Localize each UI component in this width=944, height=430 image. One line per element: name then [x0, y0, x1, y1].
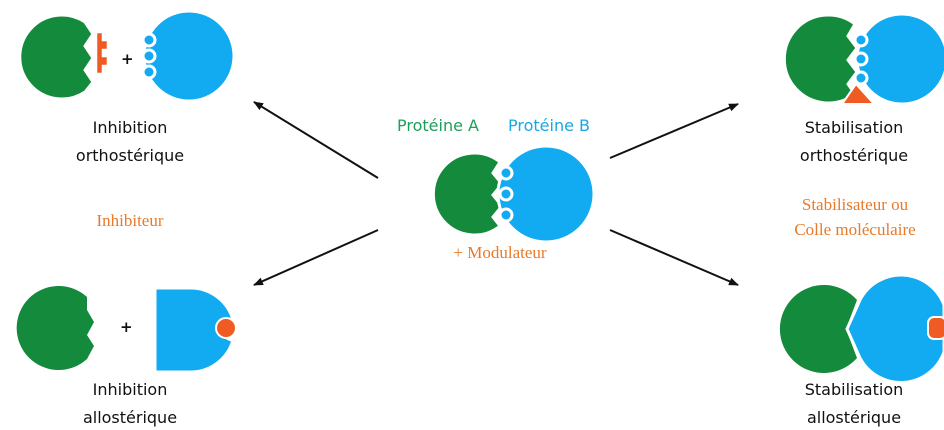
- protein-b-center-bump: [498, 207, 514, 223]
- protein-b-bump: [853, 32, 869, 48]
- arrow-to-orthosteric-inhibition: [253, 101, 379, 179]
- protein-a-allosteric-stabilisation: [779, 285, 857, 373]
- allosteric-stabilisation-label: Stabilisation allostérique: [784, 376, 924, 430]
- inhibitor-category-label: Inhibiteur: [96, 211, 164, 230]
- orthosteric-stabilisation-label: Stabilisation orthostérique: [784, 114, 924, 170]
- protein-b-bump: [141, 48, 157, 64]
- plus-sign: +: [120, 318, 133, 336]
- arrow-to-orthosteric-stabilisation: [609, 103, 739, 159]
- label-line: orthostérique: [799, 146, 909, 165]
- protein-b-bump: [141, 64, 157, 80]
- protein-b-center-bump: [498, 186, 514, 202]
- allosteric-inhibition-label: Inhibition allostérique: [60, 376, 200, 430]
- protein-b-orthosteric-inhibition-body: [142, 9, 236, 103]
- orthosteric-inhibition-figure: [18, 9, 236, 103]
- label-line: Inhibition: [92, 118, 168, 137]
- protein-a-orthosteric-stabilisation: [782, 13, 859, 105]
- protein-a-allosteric-inhibition: [16, 286, 94, 370]
- allosteric-inhibition-figure: [16, 286, 237, 374]
- allosteric-inhibitor: [215, 317, 237, 339]
- protein-b-bump: [853, 70, 869, 86]
- protein-a-orthosteric-inhibition: [18, 13, 95, 101]
- orthosteric-inhibition-label: Inhibition orthostérique: [60, 114, 200, 170]
- arrow-to-allosteric-stabilisation: [609, 229, 739, 286]
- protein-b-orthosteric-stabilisation-body: [855, 12, 944, 106]
- label-line: Stabilisation: [804, 118, 904, 137]
- orthosteric-inhibitor: [94, 30, 110, 76]
- allosteric-stabiliser: [927, 316, 944, 340]
- label-line: Inhibition: [92, 380, 168, 399]
- label-line: allostérique: [82, 408, 178, 427]
- label-line: Stabilisateur ou: [801, 195, 909, 214]
- protein-b-center-body: [496, 144, 596, 244]
- protein-b-bump: [141, 32, 157, 48]
- orthosteric-stabilisation-figure: [782, 12, 944, 106]
- label-line: orthostérique: [75, 146, 185, 165]
- protein-a-center: [431, 151, 504, 237]
- protein-a-label: Protéine A: [397, 116, 479, 135]
- protein-b-bump: [853, 51, 869, 67]
- label-line: Stabilisation: [804, 380, 904, 399]
- center-complex: [431, 144, 596, 244]
- label-line: Colle moléculaire: [794, 220, 916, 239]
- plus-sign: +: [121, 50, 134, 68]
- protein-b-center-bump: [498, 165, 514, 181]
- protein-b-label: Protéine B: [508, 116, 590, 135]
- molecular-glue: [840, 82, 877, 105]
- label-line: allostérique: [806, 408, 902, 427]
- stabiliser-category-label: Stabilisateur ou Colle moléculaire: [770, 192, 940, 242]
- allosteric-stabilisation-figure: [779, 273, 944, 385]
- modulator-label: + Modulateur: [453, 243, 547, 262]
- arrow-to-allosteric-inhibition: [253, 229, 379, 286]
